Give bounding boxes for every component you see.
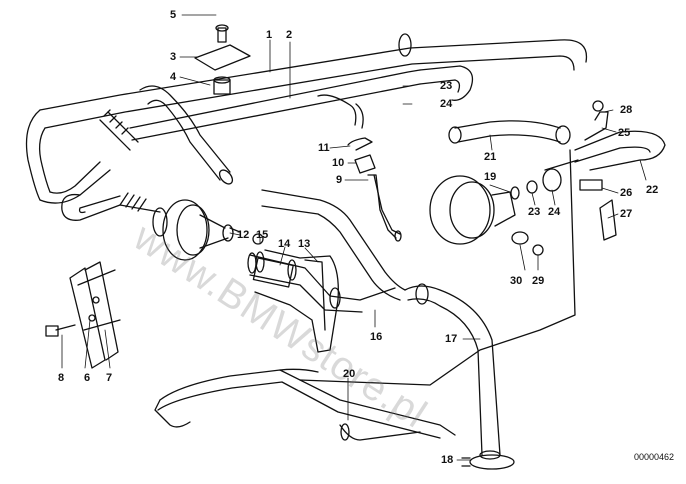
callout-label: 14 [278, 238, 291, 250]
callout-label: 23 [440, 80, 453, 92]
document-number: 00000462 [633, 452, 674, 462]
top-tube-assembly [25, 33, 588, 204]
callout-label: 17 [445, 333, 458, 345]
callout-label: 18 [441, 454, 454, 466]
callout-label: 5 [170, 9, 177, 21]
callout-label: 23 [528, 206, 541, 218]
callout-label: 8 [58, 372, 65, 384]
valve-part-12 [162, 199, 241, 261]
callout-label: 26 [620, 187, 633, 199]
callout-label: 6 [84, 372, 91, 384]
callout-label: 9 [336, 174, 343, 186]
callout-label: 29 [532, 275, 545, 287]
callout-label: 22 [646, 184, 659, 196]
callout-label: 4 [170, 71, 177, 83]
callout-label: 12 [237, 229, 250, 241]
callout-label: 21 [484, 151, 497, 163]
callout-label: 20 [343, 368, 356, 380]
callout-label: 13 [298, 238, 311, 250]
connector-parts-9-11 [317, 94, 402, 242]
parts-3-5 [194, 24, 251, 95]
callout-label: 24 [548, 206, 561, 218]
callout-label: 3 [170, 51, 177, 63]
callout-label: 16 [370, 331, 383, 343]
callout-label: 24 [440, 98, 453, 110]
bend-tube [99, 85, 234, 185]
callout-label: 30 [510, 275, 523, 287]
pipe-part-20 [154, 149, 576, 441]
clamp-part-18 [461, 454, 515, 470]
callout-label: 25 [618, 127, 631, 139]
callout-label: 11 [318, 142, 330, 154]
hose-21-22 [448, 100, 666, 241]
callout-label: 10 [332, 157, 345, 169]
callout-label: 19 [484, 171, 497, 183]
callout-label: 15 [256, 229, 269, 241]
bracket-part-13 [252, 233, 339, 353]
callout-label: 1 [266, 29, 273, 41]
hose-lower-left [61, 192, 168, 237]
leader-lines [61, 14, 647, 461]
callout-label: 28 [620, 104, 633, 116]
callout-label: 7 [106, 372, 113, 384]
callout-label: 27 [620, 208, 633, 220]
bracket-parts-6-8 [45, 261, 121, 369]
callout-label: 2 [286, 29, 293, 41]
